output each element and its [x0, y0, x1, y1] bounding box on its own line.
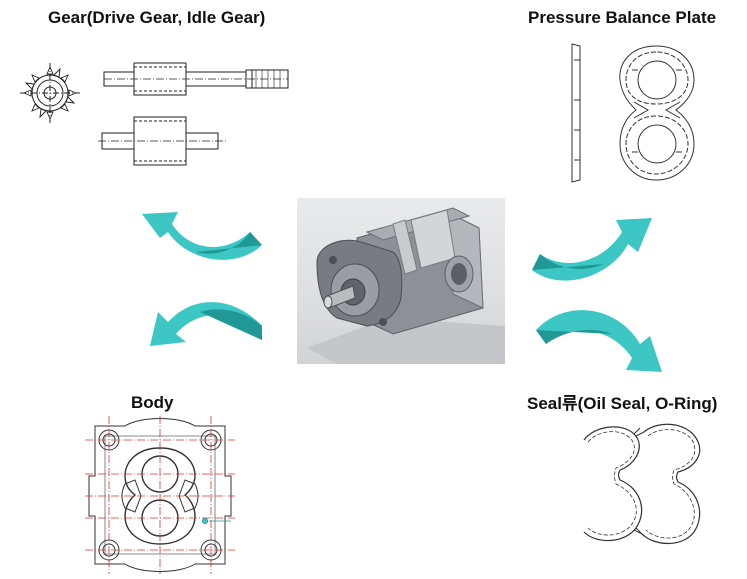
pump-3d-image [297, 198, 505, 364]
seal-drawing [583, 423, 701, 544]
seal-label: Seal류(Oil Seal, O-Ring) [527, 394, 718, 413]
pump-3d-render [307, 207, 505, 364]
gear-label: Gear(Drive Gear, Idle Gear) [48, 8, 266, 27]
curved-arrow-icon [150, 302, 262, 346]
pressure-plate-drawing [571, 43, 695, 183]
curved-arrow-icon [532, 218, 652, 281]
gear-drawing [20, 62, 289, 166]
curved-arrow-icon [142, 212, 262, 260]
pressure-plate-label: Pressure Balance Plate [528, 8, 717, 27]
curved-arrow-icon [536, 310, 662, 372]
body-drawing [85, 416, 235, 574]
body-label: Body [131, 393, 174, 412]
